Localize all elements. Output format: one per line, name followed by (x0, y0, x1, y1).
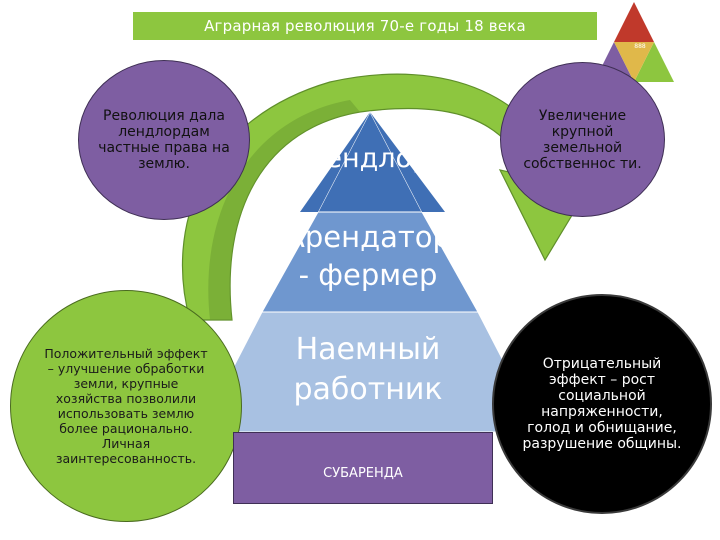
pyramid-label-worker-line1: Наемный (295, 332, 441, 367)
circle-landlord-rights: Революция дала лендлордам частные права … (78, 60, 250, 220)
circle-text: Отрицательный эффект – рост социальной н… (522, 356, 682, 452)
circle-land-ownership: Увеличение крупной земельной собственнос… (500, 62, 665, 217)
circle-text: Положительный эффект – улучшение обработ… (44, 346, 208, 466)
page-title: Аграрная революция 70-е годы 18 века (133, 12, 597, 40)
pyramid-label-tenant: Арендатор - фермер (258, 218, 478, 294)
subarenda-label: СУБАРЕНДА (323, 466, 403, 481)
pyramid-label-worker: Наемный работник (262, 330, 474, 410)
pyramid-label-tenant-line1: Арендатор (285, 220, 451, 254)
pyramid-label-landlord: лендлорд (308, 143, 448, 174)
circle-negative-effect: Отрицательный эффект – рост социальной н… (492, 294, 712, 514)
pyramid-top-extension-right (370, 112, 445, 212)
logo-label: 888 (634, 43, 646, 50)
circle-text: Увеличение крупной земельной собственнос… (523, 107, 642, 172)
pyramid-label-worker-line2: работник (293, 372, 443, 407)
arc-shadow (208, 100, 360, 320)
subarenda-box: СУБАРЕНДА (233, 432, 493, 504)
circle-positive-effect: Положительный эффект – улучшение обработ… (10, 290, 242, 522)
pyramid-label-tenant-line2: - фермер (298, 258, 438, 292)
circle-text: Революция дала лендлордам частные права … (98, 108, 230, 172)
pyramid-top-extension (300, 112, 370, 212)
